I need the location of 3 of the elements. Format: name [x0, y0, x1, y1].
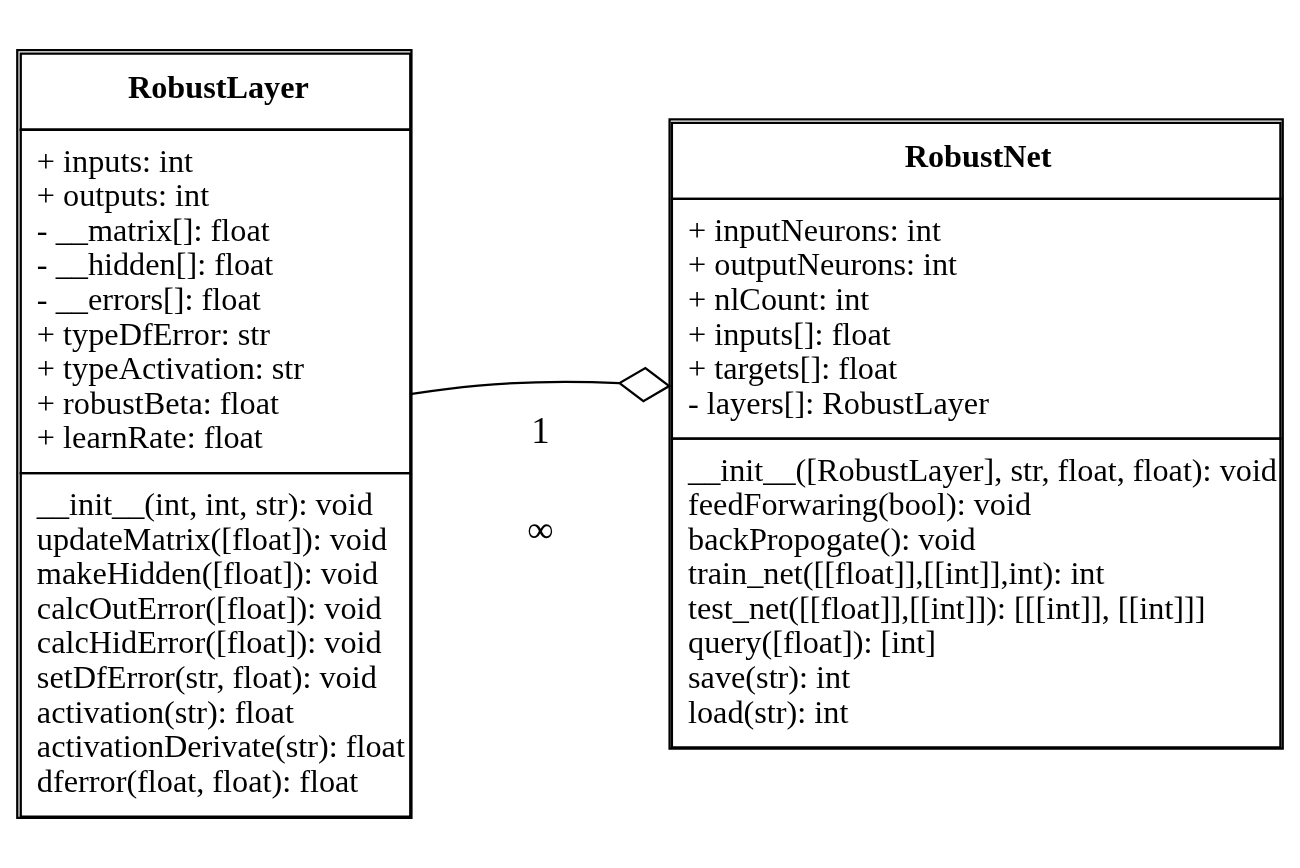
label: 1: [531, 409, 550, 451]
connector: [411, 366, 672, 403]
label: ∞: [527, 508, 554, 550]
